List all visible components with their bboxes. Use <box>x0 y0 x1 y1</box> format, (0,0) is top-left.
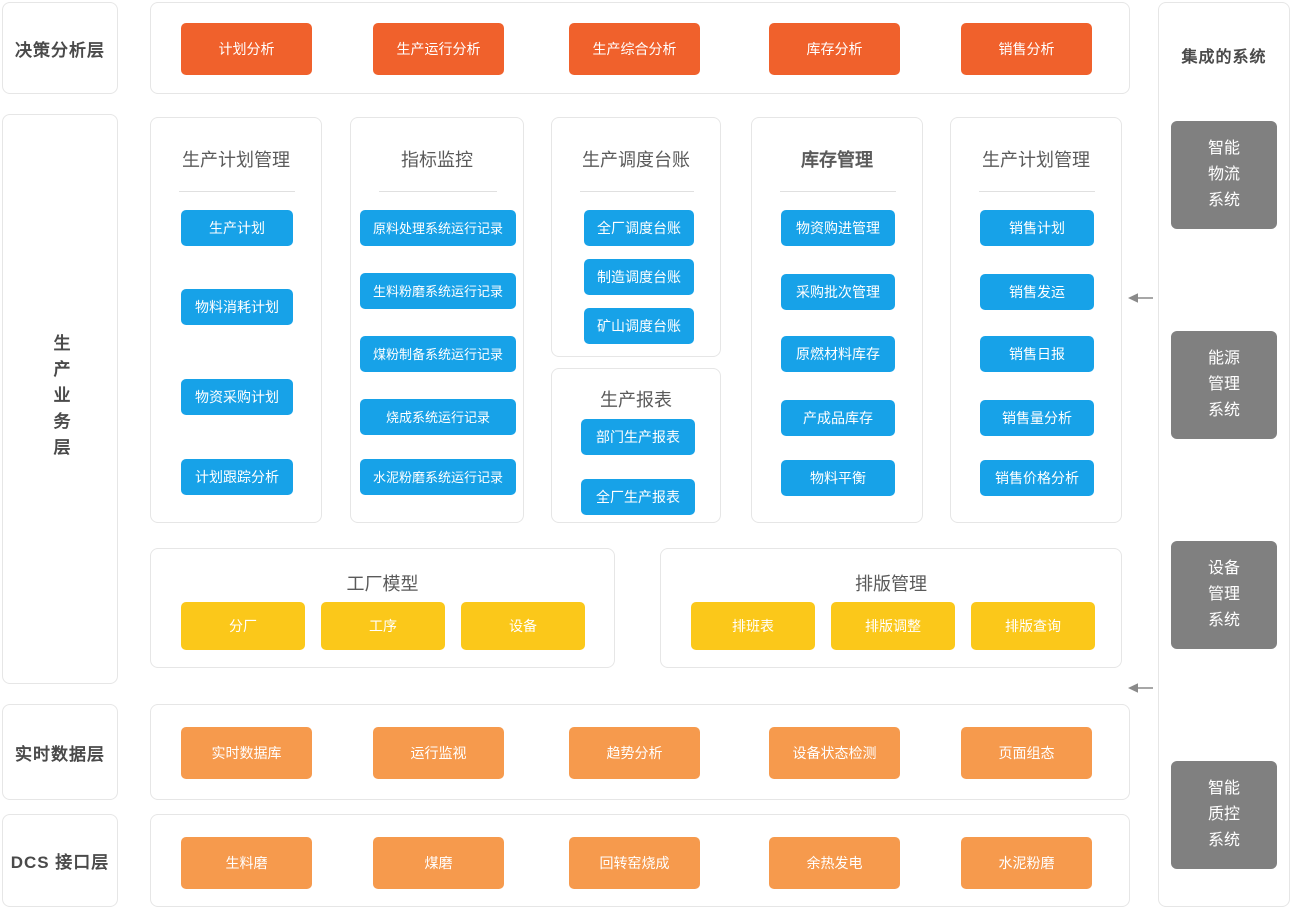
chip-production-plan-1[interactable]: 物料消耗计划 <box>181 289 293 325</box>
group-divider <box>580 191 694 192</box>
realtime-chip-2[interactable]: 趋势分析 <box>569 727 700 779</box>
group-title-factory-model: 工厂模型 <box>346 574 419 594</box>
chip-sales-plan-3[interactable]: 销售量分析 <box>980 400 1094 436</box>
integrated-systems-title: 集成的系统 <box>1181 49 1267 66</box>
chip-inventory-2[interactable]: 原燃材料库存 <box>781 336 895 372</box>
integrated-system-0[interactable]: 智能 物流 系统 <box>1171 121 1277 229</box>
chip-inventory-0[interactable]: 物资购进管理 <box>781 210 895 246</box>
chip-schedule-mgmt-2[interactable]: 排版查询 <box>971 602 1095 650</box>
chip-dispatch-ledger-1[interactable]: 制造调度台账 <box>584 259 694 295</box>
chip-kpi-monitor-3[interactable]: 烧成系统运行记录 <box>360 399 516 435</box>
layer-label-realtime-text: 实时数据层 <box>15 744 105 764</box>
realtime-layer-panel: 实时数据库 运行监视 趋势分析 设备状态检测 页面组态 <box>150 704 1130 800</box>
group-card-factory-model: 工厂模型 分厂 工序 设备 <box>150 548 615 668</box>
decision-chip-1[interactable]: 生产运行分析 <box>373 23 504 75</box>
integrated-systems-panel: 集成的系统 智能 物流 系统 能源 管理 系统 设备 管理 系统 智能 质控 系… <box>1158 2 1290 907</box>
arrow-left-icon-top <box>1128 293 1153 303</box>
chip-factory-model-2[interactable]: 设备 <box>461 602 585 650</box>
layer-label-business-text: 生产业务层 <box>50 334 70 464</box>
realtime-chip-3[interactable]: 设备状态检测 <box>769 727 900 779</box>
chip-inventory-4[interactable]: 物料平衡 <box>781 460 895 496</box>
realtime-chip-1[interactable]: 运行监视 <box>373 727 504 779</box>
group-title-schedule-mgmt: 排版管理 <box>855 574 927 594</box>
chip-inventory-1[interactable]: 采购批次管理 <box>781 274 895 310</box>
group-card-production-plan: 生产计划管理 生产计划 物料消耗计划 物资采购计划 计划跟踪分析 <box>150 117 322 523</box>
group-card-sales-plan: 生产计划管理 销售计划 销售发运 销售日报 销售量分析 销售价格分析 <box>950 117 1122 523</box>
dcs-chip-4[interactable]: 水泥粉磨 <box>961 837 1092 889</box>
group-card-schedule-mgmt: 排版管理 排班表 排版调整 排版查询 <box>660 548 1122 668</box>
chip-production-plan-3[interactable]: 计划跟踪分析 <box>181 459 293 495</box>
integrated-system-3-label: 智能 质控 系统 <box>1207 780 1240 849</box>
chip-dispatch-ledger-0[interactable]: 全厂调度台账 <box>584 210 694 246</box>
chip-production-report-0[interactable]: 部门生产报表 <box>581 419 695 455</box>
chip-schedule-mgmt-1[interactable]: 排版调整 <box>831 602 955 650</box>
group-card-dispatch-ledger: 生产调度台账 全厂调度台账 制造调度台账 矿山调度台账 <box>551 117 721 357</box>
integrated-system-1[interactable]: 能源 管理 系统 <box>1171 331 1277 439</box>
group-divider <box>179 191 295 192</box>
chip-factory-model-0[interactable]: 分厂 <box>181 602 305 650</box>
layer-label-realtime: 实时数据层 <box>2 704 118 800</box>
layer-label-dcs-text: DCS 接口层 <box>10 853 110 872</box>
chip-schedule-mgmt-0[interactable]: 排班表 <box>691 602 815 650</box>
layer-label-decision: 决策分析层 <box>2 2 118 94</box>
realtime-chip-0[interactable]: 实时数据库 <box>181 727 312 779</box>
chip-production-plan-2[interactable]: 物资采购计划 <box>181 379 293 415</box>
dcs-layer-panel: 生料磨 煤磨 回转窑烧成 余热发电 水泥粉磨 <box>150 814 1130 907</box>
decision-chip-3[interactable]: 库存分析 <box>769 23 900 75</box>
dcs-chip-1[interactable]: 煤磨 <box>373 837 504 889</box>
chip-kpi-monitor-0[interactable]: 原料处理系统运行记录 <box>360 210 516 246</box>
dcs-chip-3[interactable]: 余热发电 <box>769 837 900 889</box>
chip-inventory-3[interactable]: 产成品库存 <box>781 400 895 436</box>
group-divider <box>780 191 896 192</box>
layer-label-business: 生产业务层 <box>2 114 118 684</box>
integrated-system-0-label: 智能 物流 系统 <box>1207 140 1240 209</box>
chip-production-report-1[interactable]: 全厂生产报表 <box>581 479 695 515</box>
integrated-system-2-label: 设备 管理 系统 <box>1207 560 1240 629</box>
chip-sales-plan-2[interactable]: 销售日报 <box>980 336 1094 372</box>
layer-label-decision-text: 决策分析层 <box>15 40 105 60</box>
decision-chip-0[interactable]: 计划分析 <box>181 23 312 75</box>
decision-chip-2[interactable]: 生产综合分析 <box>569 23 700 75</box>
group-divider <box>979 191 1095 192</box>
group-divider <box>379 191 497 192</box>
chip-production-plan-0[interactable]: 生产计划 <box>181 210 293 246</box>
group-card-kpi-monitor: 指标监控 原料处理系统运行记录 生料粉磨系统运行记录 煤粉制备系统运行记录 烧成… <box>350 117 524 523</box>
integrated-system-1-label: 能源 管理 系统 <box>1207 350 1240 419</box>
group-title-sales-plan: 生产计划管理 <box>982 150 1090 170</box>
decision-chip-4[interactable]: 销售分析 <box>961 23 1092 75</box>
layer-label-dcs: DCS 接口层 <box>2 814 118 907</box>
group-title-dispatch-ledger: 生产调度台账 <box>582 150 690 170</box>
decision-layer-panel: 计划分析 生产运行分析 生产综合分析 库存分析 销售分析 <box>150 2 1130 94</box>
chip-kpi-monitor-2[interactable]: 煤粉制备系统运行记录 <box>360 336 516 372</box>
chip-kpi-monitor-1[interactable]: 生料粉磨系统运行记录 <box>360 273 516 309</box>
arrow-left-icon-bottom <box>1128 683 1153 693</box>
chip-factory-model-1[interactable]: 工序 <box>321 602 445 650</box>
integrated-system-2[interactable]: 设备 管理 系统 <box>1171 541 1277 649</box>
group-card-production-report: 生产报表 部门生产报表 全厂生产报表 <box>551 368 721 523</box>
group-title-kpi-monitor: 指标监控 <box>401 150 473 170</box>
chip-dispatch-ledger-2[interactable]: 矿山调度台账 <box>584 308 694 344</box>
chip-sales-plan-1[interactable]: 销售发运 <box>980 274 1094 310</box>
group-title-inventory: 库存管理 <box>801 150 873 170</box>
chip-kpi-monitor-4[interactable]: 水泥粉磨系统运行记录 <box>360 459 516 495</box>
chip-sales-plan-4[interactable]: 销售价格分析 <box>980 460 1094 496</box>
dcs-chip-0[interactable]: 生料磨 <box>181 837 312 889</box>
chip-sales-plan-0[interactable]: 销售计划 <box>980 210 1094 246</box>
dcs-chip-2[interactable]: 回转窑烧成 <box>569 837 700 889</box>
realtime-chip-4[interactable]: 页面组态 <box>961 727 1092 779</box>
group-title-production-report: 生产报表 <box>600 390 672 410</box>
group-title-production-plan: 生产计划管理 <box>182 150 290 170</box>
integrated-system-3[interactable]: 智能 质控 系统 <box>1171 761 1277 869</box>
group-card-inventory: 库存管理 物资购进管理 采购批次管理 原燃材料库存 产成品库存 物料平衡 <box>751 117 923 523</box>
